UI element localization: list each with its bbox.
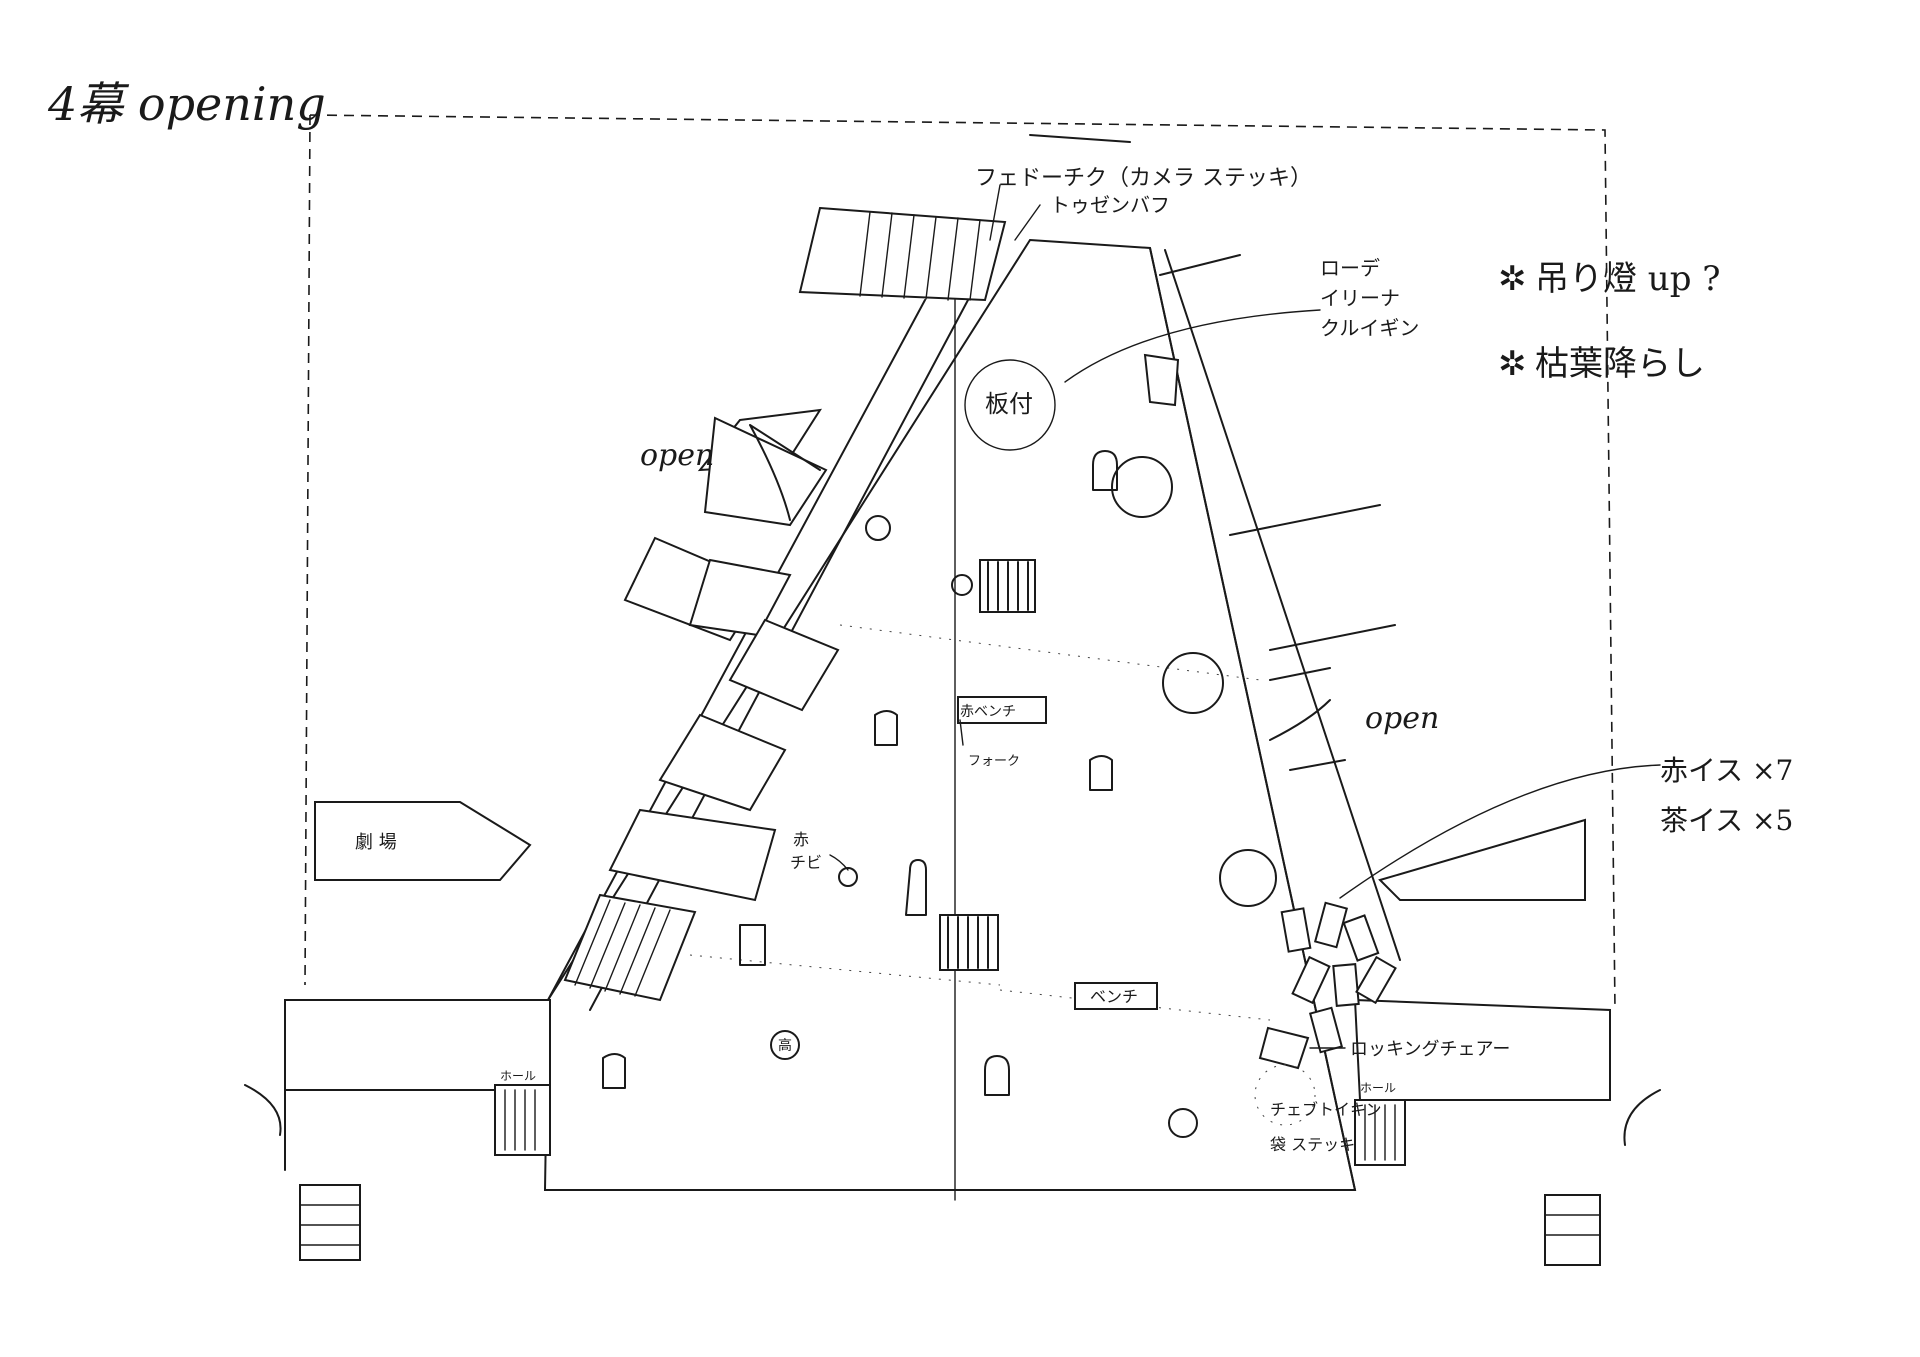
door-right-open	[1269, 667, 1346, 771]
round-table-1	[1111, 456, 1173, 518]
small-table-1	[865, 515, 891, 541]
label-chebutykin-1: チェブトイキン	[1270, 1100, 1382, 1119]
callout-line-fork	[959, 719, 964, 746]
left-corridor	[547, 299, 969, 1011]
note-star-2: ✲	[1498, 344, 1527, 384]
label-hall-left: ホール	[500, 1069, 536, 1083]
page-title: 4幕 opening	[48, 77, 326, 131]
callout-line-entrance	[989, 184, 1041, 241]
label-chibi: チビ	[790, 853, 822, 872]
main-platform	[543, 238, 1357, 1191]
label-theatre: 劇 場	[355, 832, 397, 853]
callout-line-roden	[1064, 309, 1321, 383]
label-taka: 高	[778, 1037, 792, 1054]
right-wedge-block	[1378, 818, 1586, 901]
callout-line-chairs	[1339, 764, 1661, 899]
label-rocking-chair: ロッキングチェアー	[1350, 1039, 1510, 1060]
bench	[1074, 982, 1158, 1010]
label-open-left: open	[640, 438, 714, 473]
note-star-1: ✲	[1498, 259, 1527, 299]
taka-marker	[770, 1030, 800, 1060]
label-trozen: トゥゼンバフ	[1050, 193, 1170, 217]
label-itatsuki: 板付	[985, 390, 1033, 418]
note-2: 枯葉降らし	[1535, 344, 1705, 384]
theatre-block	[314, 801, 532, 881]
door-left-open	[749, 424, 821, 521]
round-table-2	[1162, 652, 1224, 714]
stage-left-stairs	[563, 893, 697, 1002]
label-open-right: open	[1365, 701, 1439, 736]
label-roden-3: クルイギン	[1320, 316, 1419, 340]
red-bench	[957, 696, 1047, 724]
sight-line-1	[839, 624, 1261, 681]
label-chebutykin-2: 袋 ステッキ	[1270, 1135, 1355, 1154]
label-bench: ベンチ	[1090, 987, 1138, 1006]
stage-boundary	[304, 114, 1616, 1011]
rocking-chair	[1254, 1026, 1316, 1126]
label-fork: フォーク	[968, 754, 1020, 769]
label-red-bench: 赤ベンチ	[960, 704, 1016, 720]
round-table-3	[1219, 849, 1277, 907]
note-1: 吊り燈 up ?	[1535, 259, 1721, 299]
label-chairs-tea: 茶イス ×5	[1660, 804, 1793, 837]
label-hall-right: ホール	[1360, 1081, 1396, 1095]
small-table-2	[951, 574, 973, 596]
itatsuki-circle	[964, 359, 1056, 451]
back-stairs	[798, 206, 1007, 302]
label-roden-2: イリーナ	[1320, 286, 1400, 310]
sight-line-2	[689, 954, 1001, 986]
hatched-riser-1	[979, 559, 1036, 613]
small-table-3	[1168, 1108, 1198, 1138]
label-entrance-top: フェドーチク（カメラ ステッキ）	[975, 166, 1312, 191]
chair-cluster-right	[1280, 901, 1397, 1054]
back-wall-line	[1029, 134, 1131, 143]
callout-line-chibi	[829, 854, 849, 871]
label-roden-1: ローデ	[1320, 256, 1380, 280]
chibi-item	[838, 867, 858, 887]
label-chairs-red: 赤イス ×7	[1660, 754, 1793, 787]
hatched-riser-2	[939, 914, 999, 971]
lower-left-wing	[244, 999, 551, 1261]
label-aka: 赤	[793, 830, 809, 849]
lower-right-wing	[1353, 998, 1661, 1266]
chair-group	[602, 450, 1118, 1096]
